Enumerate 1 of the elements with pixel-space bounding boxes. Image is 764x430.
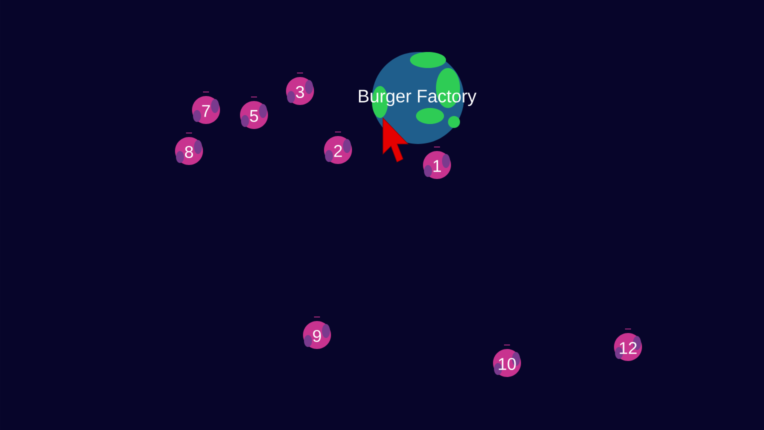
globe-drawing: Burger Factory	[358, 52, 476, 144]
